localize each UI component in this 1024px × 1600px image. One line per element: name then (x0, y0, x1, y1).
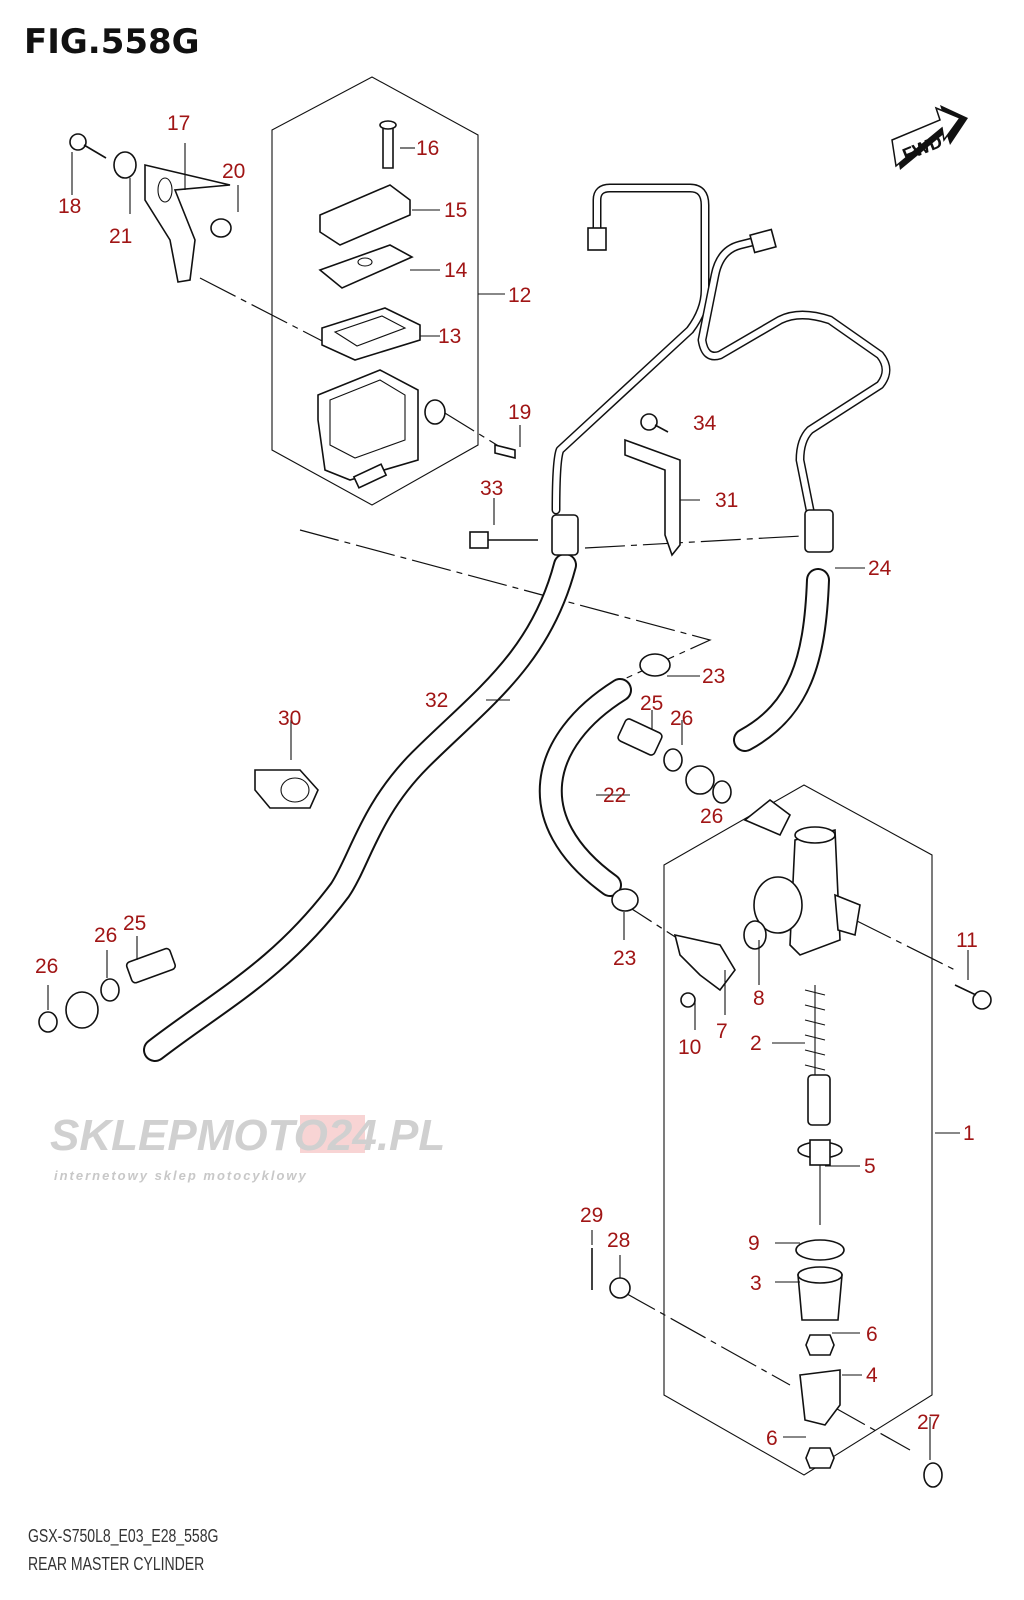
part-label-18[interactable]: 18 (58, 195, 81, 218)
part-label-22[interactable]: 22 (603, 784, 626, 807)
part-label-27[interactable]: 27 (917, 1411, 940, 1434)
part-label-9[interactable]: 9 (748, 1232, 760, 1255)
part-label-11[interactable]: 11 (956, 929, 978, 952)
figure-title: FIG.558G (24, 22, 200, 62)
watermark-logo: SKLEPMOTO24.PL internetowy sklep motocyk… (50, 1111, 445, 1183)
reservoir-parts (317, 120, 446, 489)
reservoir-assembly-frame (271, 76, 479, 506)
hose-joint (551, 514, 579, 556)
part-label-30[interactable]: 30 (278, 707, 301, 730)
part-label-25[interactable]: 25 (640, 692, 663, 715)
part-label-32[interactable]: 32 (425, 689, 448, 712)
watermark-brand: SKLEPMOTO24.PL (50, 1111, 445, 1160)
master-cylinder-parts (591, 798, 992, 1488)
part-label-21[interactable]: 21 (109, 225, 132, 248)
bracket-17 (144, 163, 231, 283)
part-label-12[interactable]: 12 (508, 284, 531, 307)
part-label-28[interactable]: 28 (607, 1229, 630, 1252)
part-label-8[interactable]: 8 (753, 987, 765, 1010)
pipe-nut (587, 227, 607, 251)
part-label-10[interactable]: 10 (678, 1036, 701, 1059)
part-label-26[interactable]: 26 (94, 924, 117, 947)
part-label-15[interactable]: 15 (444, 199, 467, 222)
part-label-31[interactable]: 31 (715, 489, 738, 512)
part-label-4[interactable]: 4 (866, 1364, 878, 1387)
part-label-29[interactable]: 29 (580, 1204, 603, 1227)
part-label-26[interactable]: 26 (700, 805, 723, 828)
part-label-5[interactable]: 5 (864, 1155, 876, 1178)
model-code: GSX-S750L8_E03_E28_558G (28, 1526, 219, 1546)
part-label-23[interactable]: 23 (613, 947, 636, 970)
part-label-25[interactable]: 25 (123, 912, 146, 935)
part-label-17[interactable]: 17 (167, 112, 190, 135)
master-cylinder-assembly-frame (663, 784, 933, 1476)
part-label-23[interactable]: 23 (702, 665, 725, 688)
part-label-24[interactable]: 24 (868, 557, 892, 580)
watermark-tagline: internetowy sklep motocyklowy (54, 1168, 308, 1183)
fwd-arrow-icon: FWD (891, 105, 968, 170)
hose-joint (804, 509, 834, 553)
part-label-26[interactable]: 26 (35, 955, 58, 978)
hose-clamp (254, 653, 671, 912)
bracket-31 (624, 438, 681, 557)
part-label-13[interactable]: 13 (438, 325, 461, 348)
figure-caption: REAR MASTER CYLINDER (28, 1554, 205, 1574)
part-label-1[interactable]: 1 (963, 1122, 975, 1145)
part-label-33[interactable]: 33 (480, 477, 503, 500)
part-label-34[interactable]: 34 (693, 412, 717, 435)
part-label-16[interactable]: 16 (416, 137, 439, 160)
part-label-19[interactable]: 19 (508, 401, 531, 424)
part-label-3[interactable]: 3 (750, 1272, 762, 1295)
part-label-7[interactable]: 7 (716, 1020, 728, 1043)
part-label-6[interactable]: 6 (866, 1323, 878, 1346)
part-label-20[interactable]: 20 (222, 160, 245, 183)
part-labels: 1 2 3 4 5 6 6 7 8 9 10 11 12 13 14 15 16… (35, 112, 978, 1450)
part-label-14[interactable]: 14 (444, 259, 468, 282)
pipe-nut (749, 228, 777, 254)
part-label-2[interactable]: 2 (750, 1032, 762, 1055)
part-label-6[interactable]: 6 (766, 1427, 778, 1450)
part-label-26[interactable]: 26 (670, 707, 693, 730)
